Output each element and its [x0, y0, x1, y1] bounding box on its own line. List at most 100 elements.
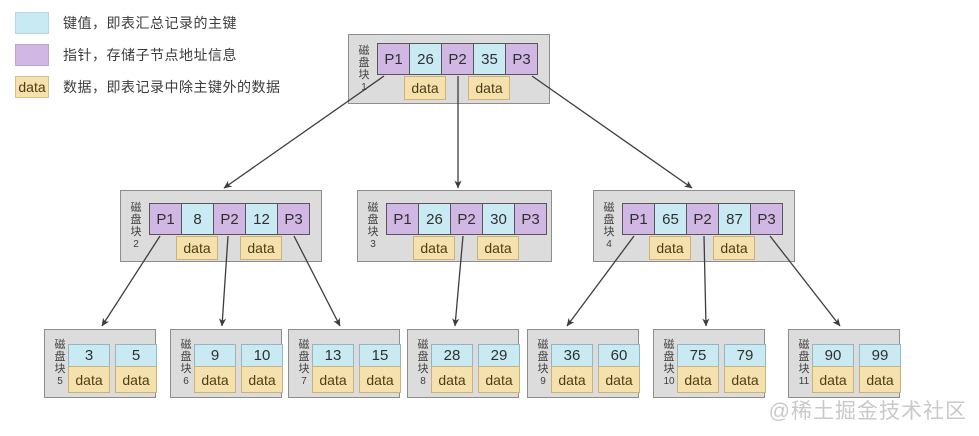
pointer-cell: P3	[750, 203, 783, 235]
legend-label-data: 数据，即表记录中除主键外的数据	[63, 79, 281, 95]
disk-block-number: 7	[301, 376, 307, 387]
data-cell: data	[431, 366, 473, 393]
key-cell: 87	[718, 203, 751, 235]
key-swatch	[15, 12, 49, 34]
disk-block-label-char: 块	[367, 225, 379, 238]
disk-block-number: 6	[183, 376, 189, 387]
data-cell: data	[812, 366, 854, 393]
disk-block-label-char: 块	[54, 363, 66, 375]
watermark: @稀土掘金技术社区	[768, 400, 967, 423]
data-cell: data	[404, 76, 446, 100]
key-cell: 26	[418, 203, 451, 235]
data-cell: data	[598, 366, 640, 393]
key-cell: 29	[478, 344, 520, 367]
key-cell: 30	[482, 203, 515, 235]
data-swatch: data	[15, 76, 49, 98]
disk-block-label-char: 磁	[130, 201, 142, 214]
pointer-cell-wrap: P1	[622, 203, 655, 235]
pointer-cell-wrap: P3	[505, 43, 538, 75]
key-cell: 35	[473, 43, 506, 75]
data-cell: data	[240, 236, 282, 260]
data-cell: data	[413, 236, 455, 260]
pointer-cell: P1	[377, 43, 410, 75]
disk-block-number: 8	[420, 376, 426, 387]
pointer-cell: P3	[505, 43, 538, 75]
data-cell: data	[312, 366, 354, 393]
data-cell: data	[241, 366, 283, 393]
disk-block-label-char: 磁	[180, 339, 192, 351]
pointer-cell: P1	[622, 203, 655, 235]
key-cell: 65	[654, 203, 687, 235]
disk-block-number: 4	[606, 238, 612, 250]
disk-block-label-char: 块	[663, 363, 675, 375]
data-cell: data	[649, 236, 691, 260]
pointer-cell: P2	[441, 43, 474, 75]
key-cell: 60	[598, 344, 640, 367]
pointer-cell-wrap: P3	[277, 203, 310, 235]
disk-block-label-char: 磁	[358, 44, 370, 57]
legend-row-data: data 数据，即表记录中除主键外的数据	[15, 76, 281, 98]
data-cell: data	[477, 236, 519, 260]
key-cell: 12	[245, 203, 278, 235]
key-cell: 5	[115, 344, 157, 367]
disk-block-label-char: 磁	[417, 339, 429, 351]
disk-block-label-char: 盘	[537, 351, 549, 363]
disk-block-label-char: 块	[417, 363, 429, 375]
data-cell: data	[478, 366, 520, 393]
disk-block-label-char: 盘	[603, 213, 615, 226]
legend-label-key: 键值，即表汇总记录的主键	[63, 15, 237, 31]
disk-block-label-char: 块	[603, 225, 615, 238]
data-cell: data	[859, 366, 901, 393]
legend-row-pointer: 指针，存储子节点地址信息	[15, 44, 281, 66]
disk-block-label-char: 磁	[54, 339, 66, 351]
data-cell: data	[115, 366, 157, 393]
key-cell: 13	[312, 344, 354, 367]
data-cell: data	[724, 366, 766, 393]
disk-block-number: 5	[57, 376, 63, 387]
pointer-cell-wrap: P2	[213, 203, 246, 235]
pointer-cell-wrap: P2	[450, 203, 483, 235]
disk-block-label-char: 块	[180, 363, 192, 375]
legend: 键值，即表汇总记录的主键 指针，存储子节点地址信息 data 数据，即表记录中除…	[15, 12, 281, 98]
pointer-cell-wrap: P3	[750, 203, 783, 235]
disk-block-label-char: 块	[298, 363, 310, 375]
pointer-cell-wrap: P2	[441, 43, 474, 75]
key-cell: 36	[551, 344, 593, 367]
key-cell: 26	[409, 43, 442, 75]
pointer-cell: P1	[386, 203, 419, 235]
disk-block-label-char: 磁	[663, 339, 675, 351]
disk-block-label-char: 盘	[417, 351, 429, 363]
pointer-cell-wrap: P1	[386, 203, 419, 235]
pointer-swatch	[15, 44, 49, 66]
key-cell: 90	[812, 344, 854, 367]
key-cell: 28	[431, 344, 473, 367]
pointer-cell-wrap: P3	[514, 203, 547, 235]
pointer-cell: P3	[277, 203, 310, 235]
